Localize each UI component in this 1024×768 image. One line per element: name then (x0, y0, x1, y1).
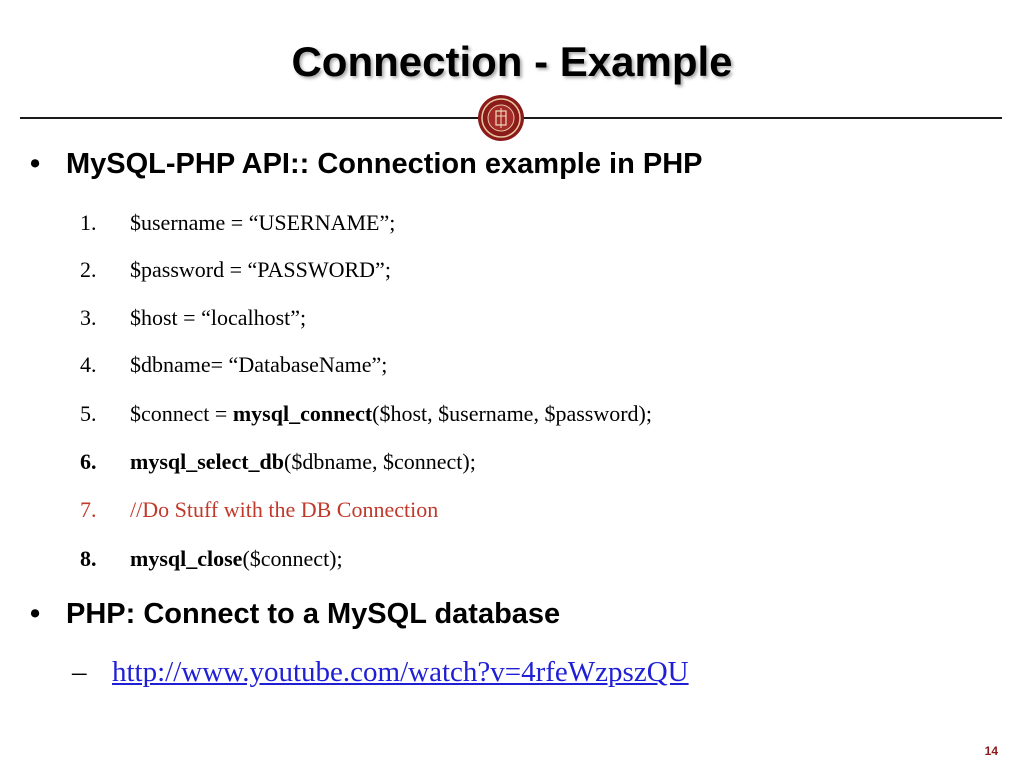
function-name: mysql_select_db (130, 449, 284, 474)
line-number: 7. (80, 497, 97, 522)
code-line: 1. $username = “USERNAME”; (80, 210, 395, 236)
page-number: 14 (984, 744, 998, 758)
bullet-dot: • (30, 148, 41, 180)
line-number: 2. (80, 257, 97, 282)
university-seal-icon (478, 95, 524, 141)
function-name: mysql_close (130, 546, 243, 571)
code-line: 5. $connect = mysql_connect($host, $usern… (80, 401, 652, 427)
bullet-connect-mysql: • PHP: Connect to a MySQL database (30, 598, 560, 631)
line-number: 6. (80, 449, 97, 474)
code-text: $host = “localhost”; (130, 305, 307, 330)
code-line: 3. $host = “localhost”; (80, 305, 306, 331)
line-number: 4. (80, 352, 97, 377)
code-comment-line: 7. //Do Stuff with the DB Connection (80, 497, 438, 523)
code-args: ($dbname, $connect); (284, 449, 476, 474)
video-link-item: –http://www.youtube.com/watch?v=4rfeWzps… (72, 656, 689, 689)
line-number: 1. (80, 210, 97, 235)
bullet-text: PHP: Connect to a MySQL database (66, 598, 561, 630)
code-args: ($connect); (242, 546, 343, 571)
code-line: 4. $dbname= “DatabaseName”; (80, 352, 387, 378)
bullet-connection-example: • MySQL-PHP API:: Connection example in P… (30, 148, 703, 181)
code-line: 2. $password = “PASSWORD”; (80, 257, 391, 283)
bullet-dot: • (30, 598, 41, 630)
code-text: $username = “USERNAME”; (130, 210, 396, 235)
line-number: 3. (80, 305, 97, 330)
dash-marker: – (72, 656, 87, 688)
line-number: 5. (80, 401, 97, 426)
code-line: 8. mysql_close($connect); (80, 546, 343, 572)
code-args: ($host, $username, $password); (372, 401, 652, 426)
bullet-text: MySQL-PHP API:: Connection example in PH… (66, 148, 703, 180)
code-text: $password = “PASSWORD”; (130, 257, 391, 282)
code-text: $connect = (130, 401, 233, 426)
youtube-link[interactable]: http://www.youtube.com/watch?v=4rfeWzpsz… (112, 656, 689, 688)
slide-title: Connection - Example (291, 38, 733, 85)
function-name: mysql_connect (232, 401, 373, 426)
line-number: 8. (80, 546, 97, 571)
code-line: 6. mysql_select_db($dbname, $connect); (80, 449, 476, 475)
code-comment: //Do Stuff with the DB Connection (130, 497, 439, 522)
code-text: $dbname= “DatabaseName”; (130, 352, 388, 377)
